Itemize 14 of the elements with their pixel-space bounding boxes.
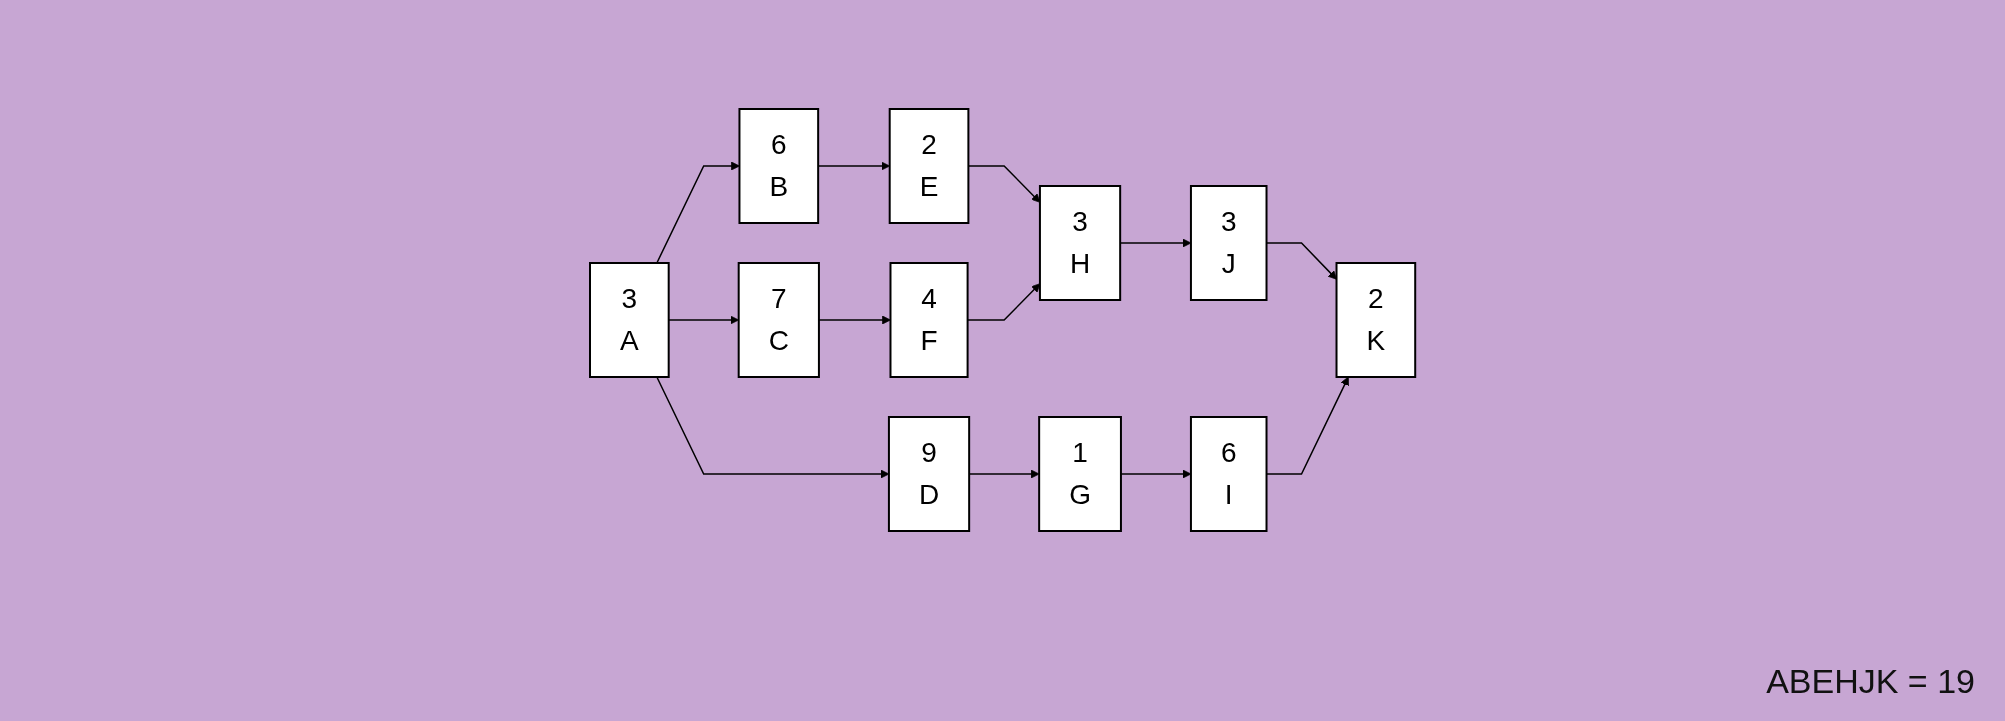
node-box: 3 H	[1038, 185, 1122, 301]
node-box: 3 A	[588, 262, 670, 378]
node-box: 6 I	[1189, 416, 1268, 532]
node-box: 2 K	[1335, 262, 1417, 378]
note-text: ABEHJK = 19	[1766, 662, 1975, 701]
arrow	[656, 161, 740, 264]
node-box: 3 J	[1189, 185, 1268, 301]
node-box: 7 C	[737, 262, 820, 378]
node-box: 4 F	[889, 262, 969, 378]
arrow	[818, 315, 891, 325]
node-box: 2 E	[888, 108, 970, 224]
node-box: 1 G	[1038, 416, 1122, 532]
node-box: 6 B	[738, 108, 820, 224]
node-box: 9 D	[887, 416, 971, 532]
